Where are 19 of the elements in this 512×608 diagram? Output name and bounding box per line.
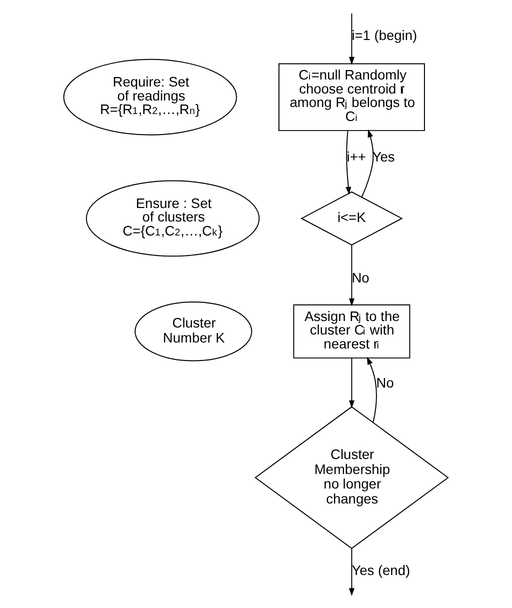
edge-label: Yes (end) <box>352 563 410 578</box>
arrow <box>348 244 354 306</box>
arrow <box>346 130 352 195</box>
arrow <box>348 358 354 408</box>
arrow <box>361 129 374 198</box>
node-ellipse: Ensure : Set of clusters C={C1,C2,…,Ck} <box>86 180 260 257</box>
node-ellipse: Require: Set of readings R={R1,R2,…,Rn} <box>63 58 238 136</box>
node-diamond: Cluster Membership no longer changes <box>254 406 449 550</box>
arrow <box>348 12 354 65</box>
node-box: Assign Rj to the cluster Ci with nearest ri <box>293 304 410 358</box>
node-ellipse: Cluster Number K <box>134 302 252 362</box>
edge-label: i=1 (begin) <box>352 28 418 44</box>
edge-label: No <box>376 375 394 390</box>
arrow <box>366 356 377 423</box>
node-box: Ci=null Randomly choose centroid ri among Rj belongs to Ci <box>278 63 425 132</box>
edge-label: i++ <box>346 149 366 164</box>
edge-label: No <box>352 270 370 286</box>
arrow <box>348 548 354 596</box>
node-diamond: i<=K <box>300 191 403 246</box>
